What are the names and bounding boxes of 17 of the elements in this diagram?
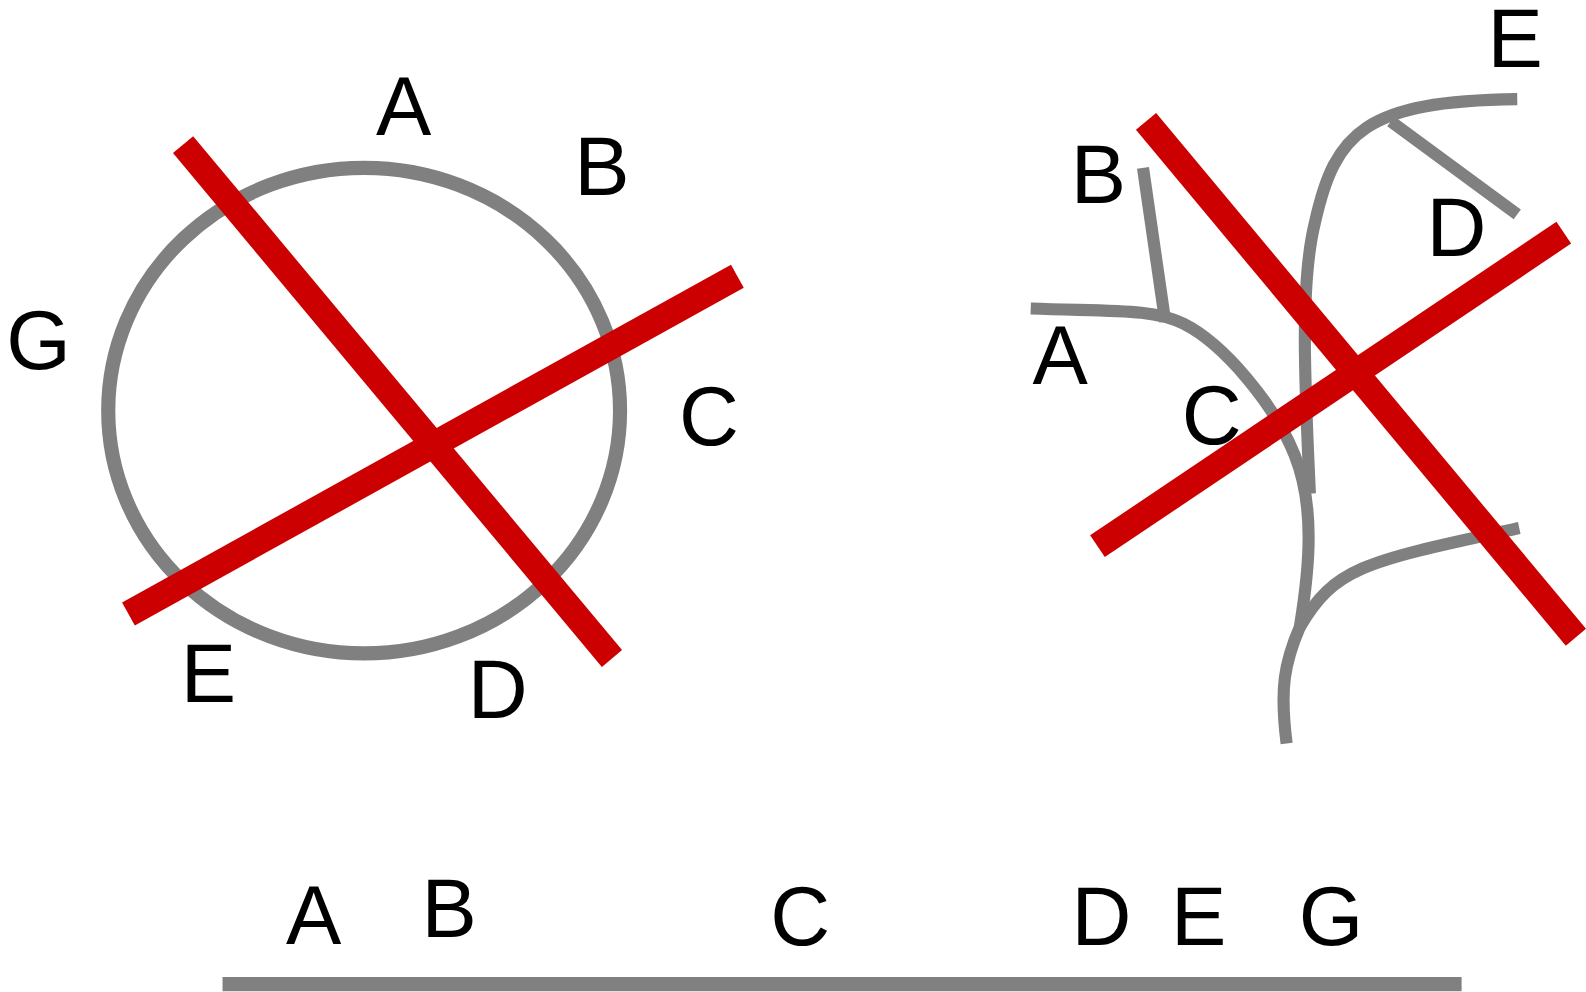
letter-label: G xyxy=(6,299,71,383)
letter-label: D xyxy=(1426,186,1487,270)
letter-label: D xyxy=(1071,874,1132,958)
letter-label: G xyxy=(1298,874,1364,958)
letter-label: A xyxy=(1032,314,1088,398)
letter-label: B xyxy=(574,125,630,209)
letter-label: A xyxy=(285,873,342,957)
letter-label: D xyxy=(467,648,528,732)
letter-label: C xyxy=(770,874,831,958)
letter-label: A xyxy=(375,64,432,148)
letter-label: E xyxy=(1487,0,1543,80)
letter-label: C xyxy=(679,375,739,459)
letter-label: C xyxy=(1181,374,1242,458)
letter-label: B xyxy=(421,866,477,950)
letter-label: B xyxy=(1070,133,1127,217)
letter-label: E xyxy=(1170,874,1227,958)
letter-label: E xyxy=(180,632,237,716)
